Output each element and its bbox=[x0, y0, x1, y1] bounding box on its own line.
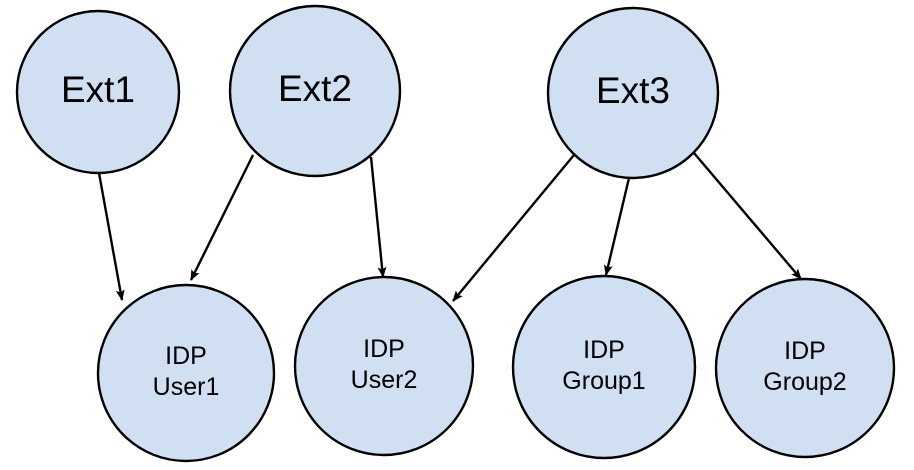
edge-ext2-to-idp-user2 bbox=[369, 156, 387, 278]
node-shape-idp-group2[interactable] bbox=[714, 277, 896, 459]
edge-ext1-to-idp-user1 bbox=[97, 172, 125, 301]
node-shape-ext2[interactable] bbox=[228, 4, 402, 178]
edge-ext3-to-idp-group2 bbox=[693, 152, 802, 280]
node-ext2[interactable]: Ext2 bbox=[228, 4, 402, 178]
node-shape-idp-user1[interactable] bbox=[96, 283, 276, 463]
node-shape-idp-user2[interactable] bbox=[293, 275, 475, 457]
node-shape-ext3[interactable] bbox=[546, 6, 720, 180]
edges-layer bbox=[97, 152, 802, 302]
edge-ext2-to-idp-user1 bbox=[189, 154, 255, 281]
node-shape-idp-group1[interactable] bbox=[511, 274, 697, 460]
node-shape-ext1[interactable] bbox=[15, 9, 181, 175]
node-ext3[interactable]: Ext3 bbox=[546, 6, 720, 180]
edge-ext3-to-idp-group1 bbox=[603, 177, 631, 276]
edge-ext3-to-idp-user2 bbox=[452, 154, 575, 302]
node-ext1[interactable]: Ext1 bbox=[15, 9, 181, 175]
